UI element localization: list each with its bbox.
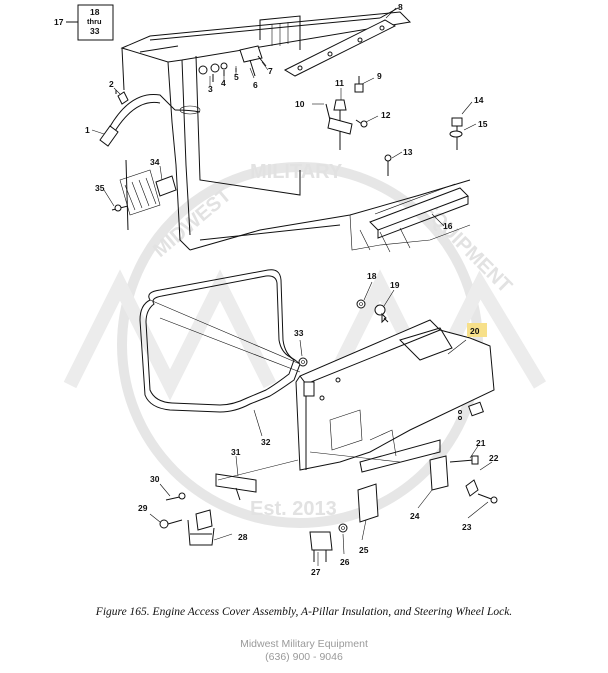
- parts-34-35: [111, 169, 177, 216]
- callout-24: 24: [410, 511, 420, 521]
- callout-33-box: 33: [90, 26, 100, 36]
- callout-5: 5: [234, 72, 239, 82]
- part-8-strip: [283, 7, 399, 77]
- callout-17: 17: [54, 17, 64, 27]
- svg-text:MIDWEST: MIDWEST: [149, 184, 235, 262]
- leader-lines: [91, 7, 493, 566]
- callout-3: 3: [208, 84, 213, 94]
- callout-34: 34: [150, 157, 160, 167]
- callout-23: 23: [462, 522, 472, 532]
- callout-16: 16: [443, 221, 453, 231]
- hardware-3-7: [198, 45, 267, 82]
- part-33-grommet: [298, 357, 308, 367]
- upper-cab-frame: [120, 11, 471, 253]
- callout-4: 4: [221, 78, 226, 88]
- highlight-20: [467, 323, 487, 337]
- callout-18-box: 18: [90, 7, 100, 17]
- figure-caption: Figure 165. Engine Access Cover Assembly…: [95, 606, 513, 618]
- callout-11: 11: [335, 78, 344, 88]
- parts-21-24: [429, 455, 498, 504]
- parts-28-31: [159, 473, 257, 546]
- callout-28: 28: [238, 532, 248, 542]
- callout-15: 15: [478, 119, 488, 129]
- callout-35: 35: [95, 183, 105, 193]
- callout-thru: thru: [87, 17, 102, 26]
- callout-7: 7: [268, 66, 273, 76]
- callout-29: 29: [138, 503, 148, 513]
- part-1-2-handle: [99, 90, 201, 147]
- callout-6: 6: [253, 80, 258, 90]
- callout-31: 31: [231, 447, 241, 457]
- callout-labels: 17 18 thru 33 8 7 5 6 4 3 2 1 9 11 10 12…: [54, 2, 499, 577]
- callout-26: 26: [340, 557, 350, 567]
- parts-25-27: [309, 483, 379, 562]
- callout-18: 18: [367, 271, 377, 281]
- part-32-seal: [139, 269, 301, 413]
- callout-12: 12: [381, 110, 391, 120]
- callout-20: 20: [470, 326, 480, 336]
- svg-text:MILITARY: MILITARY: [250, 161, 343, 183]
- callout-27: 27: [311, 567, 321, 577]
- callout-9: 9: [377, 71, 382, 81]
- footer-company: Midwest Military Equipment: [240, 638, 368, 650]
- callout-30: 30: [150, 474, 160, 484]
- footer-phone: (636) 900 - 9046: [265, 651, 343, 663]
- callout-13: 13: [403, 147, 413, 157]
- callout-32: 32: [261, 437, 271, 447]
- parts-18-19: [356, 299, 389, 324]
- callout-21: 21: [476, 438, 486, 448]
- callout-2: 2: [109, 79, 114, 89]
- svg-text:Est. 2013: Est. 2013: [250, 498, 337, 520]
- callout-10: 10: [295, 99, 305, 109]
- callout-19: 19: [390, 280, 400, 290]
- callout-8: 8: [398, 2, 403, 12]
- callout-1: 1: [85, 125, 90, 135]
- callout-25: 25: [359, 545, 369, 555]
- part-16-rail: [369, 183, 469, 239]
- bolts-9-15: [325, 76, 463, 176]
- callout-box-18-33: [66, 4, 114, 41]
- callout-14: 14: [474, 95, 484, 105]
- callout-33: 33: [294, 328, 304, 338]
- callout-22: 22: [489, 453, 499, 463]
- footer: Midwest Military Equipment (636) 900 - 9…: [0, 638, 608, 664]
- part-20-cover: [295, 319, 495, 473]
